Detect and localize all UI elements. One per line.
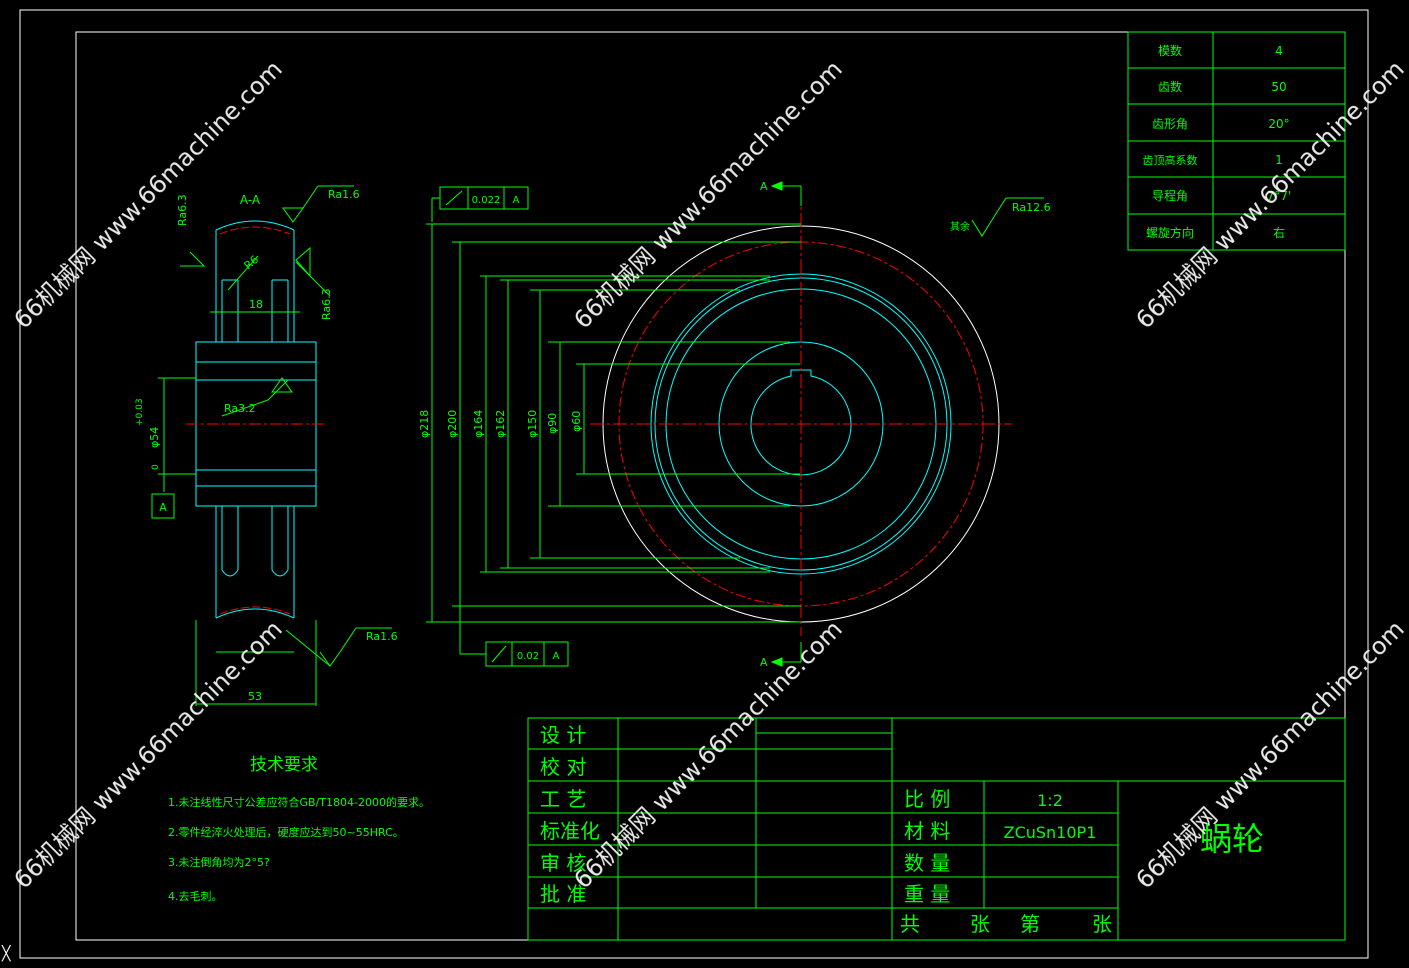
watermark-text: 66机械网 www.66machine.com [8,615,287,894]
runout-bottom-value: 0.02 [517,651,539,662]
params-table-text: 模数 4 齿数 50 齿形角 20° 齿顶高系数 1 导程角 7°7' 螺旋方向… [1143,43,1292,240]
tb-right-label: 比 例 [904,787,950,811]
pitch-arc-top [219,226,291,235]
rest-roughness-label: 其余 [950,220,970,233]
front-view: A A φ218 [418,180,1051,669]
rest-roughness-symbol [971,197,1044,237]
param-label: 齿顶高系数 [1143,153,1198,167]
param-value: 20° [1268,117,1289,131]
bore-tolerance: +0.03 [135,398,145,426]
params-table [1127,31,1346,251]
runout-frame-bottom [459,606,569,667]
roughness-label: Ra1.6 [366,630,398,643]
tb-left-label: 批 准 [540,882,586,906]
dia-label: φ200 [446,410,459,438]
section-dimensions [151,185,392,706]
tb-right-label: 数 量 [904,851,950,875]
tb-sheet-text: 共 [900,912,920,936]
bore-dim: φ54 [148,427,161,448]
radius-label: R6 [242,253,262,272]
param-label: 螺旋方向 [1146,225,1194,240]
tech-req-item: 4.去毛刺。 [168,890,223,903]
rest-roughness-value: Ra12.6 [1012,201,1051,214]
runout-top-value: 0.022 [472,195,501,206]
section-mark-top: A [760,180,768,193]
param-value: 50 [1271,80,1286,94]
tech-req-item: 1.未注线性尺寸公差应符合GB/T1804-2000的要求。 [168,795,430,809]
tb-sheet-text: 张 [970,912,990,936]
part-name: 蜗轮 [1200,820,1264,858]
diameter-labels: φ218 φ200 φ164 φ162 φ150 φ90 φ60 [418,410,583,438]
param-label: 齿形角 [1152,117,1188,131]
root-circle-1 [650,273,952,575]
runout-bottom-datum: A [553,651,560,662]
keyway-bore [750,369,852,476]
param-label: 导程角 [1152,188,1188,203]
tb-left-label: 校 对 [540,755,586,779]
rim-bottom [215,506,295,619]
tb-right-label: 材 料 [904,819,950,843]
datum-label: A [159,501,167,514]
param-label: 齿数 [1158,79,1182,94]
dim-53: 53 [248,690,262,703]
watermark-text: 66机械网 www.66machine.com [1130,615,1409,894]
runout-top-datum: A [513,195,520,206]
title-block-text: 设 计 校 对 工 艺 标准化 审 核 批 准 比 例 1:2 材 料 ZCuS… [540,723,1264,936]
outer-frame [19,9,1369,959]
tech-req-item: 2.零件经淬火处理后，硬度应达到50~55HRC。 [168,825,404,839]
dia-label: φ164 [472,410,485,438]
dim-18: 18 [249,298,263,311]
watermark-text: 66机械网 www.66machine.com [568,55,847,334]
section-arrows [770,181,802,667]
tech-req-item: 3.未注倒角均为2°5? [168,855,270,869]
section-title: A-A [240,193,261,207]
tech-requirements: 技术要求 1.未注线性尺寸公差应符合GB/T1804-2000的要求。 2.零件… [168,755,430,903]
corner-x-mark: ╳ [1,945,12,962]
diameter-extension-lines [426,223,801,623]
runout-frame-top [431,186,529,222]
section-mark-bottom: A [760,656,768,669]
tb-right-label: 重 量 [904,882,950,906]
tb-right-value: 1:2 [1037,791,1063,810]
dia-label: φ90 [546,413,559,434]
tb-sheet-text: 张 [1092,912,1112,936]
param-value: 4 [1275,44,1283,58]
param-value: 1 [1275,153,1283,167]
tb-left-label: 设 计 [540,723,586,747]
roughness-label: Ra6.3 [320,288,333,320]
tb-sheet-text: 第 [1020,912,1040,936]
dia-label: φ218 [418,410,431,438]
dia-label: φ150 [526,410,539,438]
roughness-label: Ra6.3 [176,194,189,226]
dia-label: φ162 [494,410,507,438]
watermark-text: 66机械网 www.66machine.com [568,615,847,894]
roughness-label: Ra3.2 [224,402,256,415]
watermarks: 66机械网 www.66machine.com 66机械网 www.66mach… [8,55,1409,894]
rim-top [215,220,295,342]
tb-left-label: 审 核 [540,851,586,875]
param-label: 模数 [1158,43,1182,58]
param-value: 7°7' [1267,189,1292,203]
tb-left-label: 工 艺 [540,787,586,811]
tech-req-title: 技术要求 [250,755,318,775]
roughness-label: Ra1.6 [328,188,360,201]
tb-left-label: 标准化 [540,819,600,843]
bore-tolerance-lo: 0 [151,464,161,470]
param-value: 右 [1273,225,1285,240]
tb-right-value: ZCuSn10P1 [1004,823,1097,842]
pitch-arc-bottom [219,606,291,615]
dia-label: φ60 [570,411,583,432]
title-block [527,717,1346,941]
